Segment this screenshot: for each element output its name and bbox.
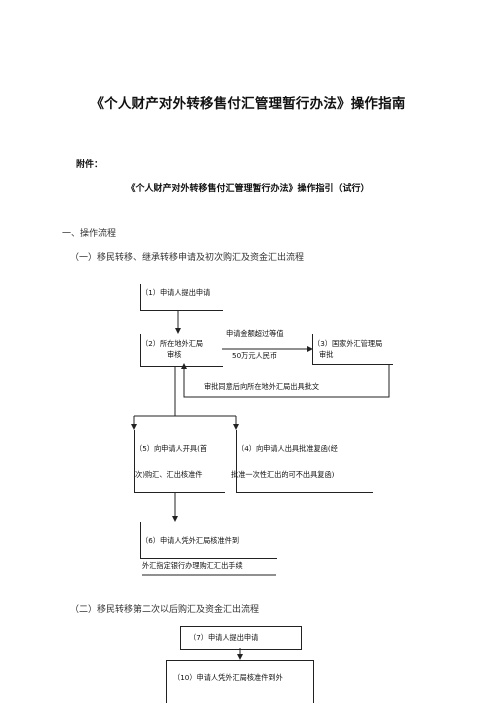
subsection-heading-2: （二）移民转移第二次以后购汇及资金汇出流程 bbox=[70, 605, 260, 615]
flow-step-10-text: （10）申请人凭外汇局核准件到外 bbox=[173, 673, 283, 682]
attachment-label: 附件： bbox=[76, 160, 104, 170]
threshold-label-line1: 申请金额超过等值 bbox=[226, 329, 284, 338]
flow-step-6-text-line1: （6）申请人凭外汇局核准件到 bbox=[141, 536, 240, 545]
flow-step-1-text: （1）申请人提出申请 bbox=[141, 288, 211, 297]
flow-step-4-text-line1: （4）向申请人出具批准复函(经 bbox=[237, 444, 338, 453]
flow-step-5-text-line1: （5）向申请人开具(首 bbox=[135, 444, 208, 453]
flow-step-2-text-line1: （2）所在地外汇局 bbox=[141, 339, 204, 348]
flow-step-3-text-line2: 审批 bbox=[319, 350, 334, 359]
flow-step-1-box: （1）申请人提出申请 bbox=[140, 284, 223, 311]
threshold-label-line2: 50万元人民币 bbox=[232, 351, 278, 360]
flow-step-5-text-line2: 次)购汇、汇出核准件 bbox=[135, 470, 203, 479]
flow-step-2-box: （2）所在地外汇局 审核 bbox=[140, 334, 223, 367]
flow-step-3-text-line1: （3）国家外汇管理局 bbox=[313, 339, 383, 348]
flow-step-2-text-line2: 审核 bbox=[167, 350, 182, 359]
flow-step-7-text: （7）申请人提出申请 bbox=[189, 633, 259, 642]
document-subtitle: 《个人财产对外转移售付汇管理暂行办法》操作指引（试行） bbox=[126, 184, 370, 194]
subsection-heading-1: （一）移民转移、继承转移申请及初次购汇及资金汇出流程 bbox=[70, 253, 305, 263]
approval-return-label: 审批同意后向所在地外汇局出具批文 bbox=[204, 382, 320, 391]
flow-step-7-box: （7）申请人提出申请 bbox=[180, 626, 302, 650]
flow-step-6-box: （6）申请人凭外汇局核准件到 bbox=[140, 522, 277, 559]
flow-step-10-box: （10）申请人凭外汇局核准件到外 bbox=[166, 660, 314, 703]
flow-step-5-box: （5）向申请人开具(首 次)购汇、汇出核准件 bbox=[134, 430, 225, 493]
section-heading-operation-flow: 一、操作流程 bbox=[62, 229, 117, 239]
flow-step-6-text-line2: 外汇指定银行办理购汇汇出手续 bbox=[142, 561, 243, 570]
document-title: 《个人财产对外转移售付汇管理暂行办法》操作指南 bbox=[90, 96, 406, 112]
flow-step-3-box: （3）国家外汇管理局 审批 bbox=[312, 334, 393, 365]
flow-step-4-text-line2: 批准一次性汇出的可不出具复函) bbox=[231, 470, 335, 479]
flow-step-4-box: （4）向申请人出具批准复函(经 批准一次性汇出的可不出具复函) bbox=[231, 430, 373, 493]
